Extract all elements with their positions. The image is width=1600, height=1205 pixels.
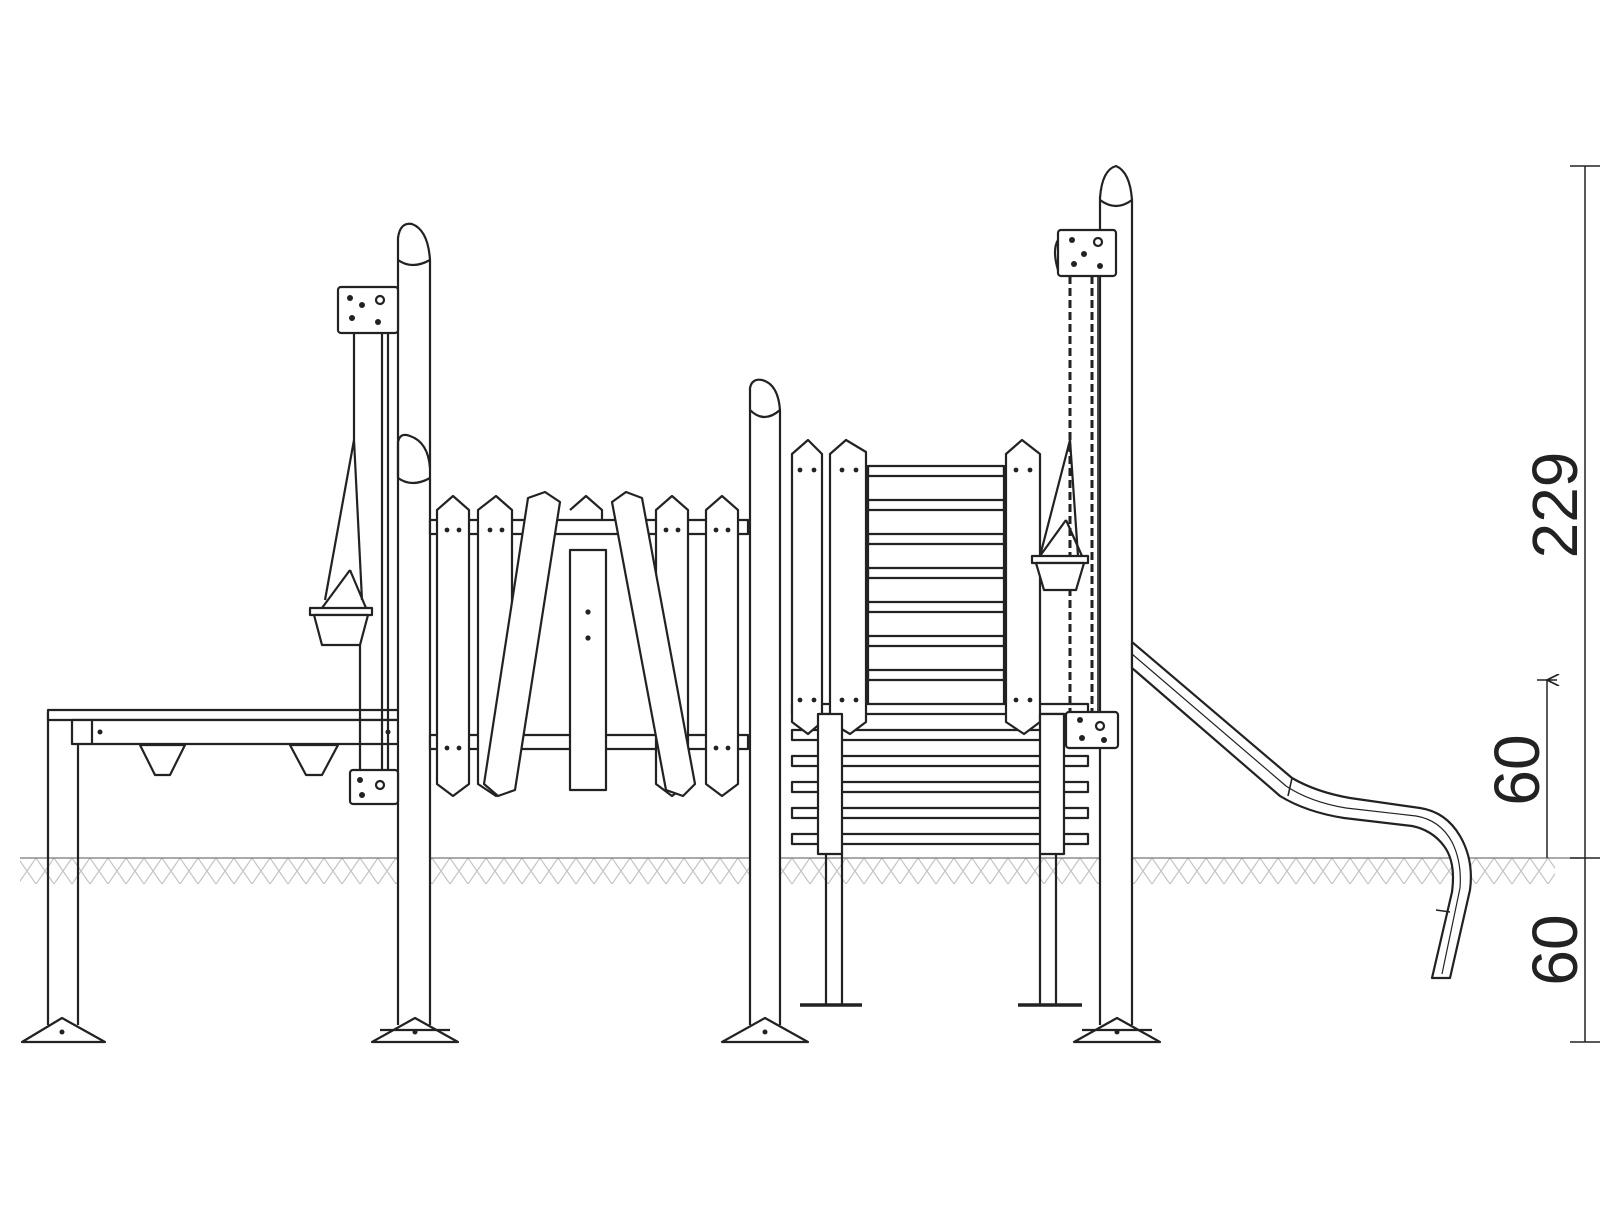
- table-bracket-left: [138, 743, 187, 777]
- center-post-body: [748, 378, 782, 1025]
- dim-label-foundation-depth: 60: [1519, 914, 1591, 985]
- picket-panel: [428, 490, 750, 798]
- dimension-lines: [1537, 165, 1600, 1043]
- ground-hatch: [20, 858, 1555, 884]
- picket-1: [435, 494, 471, 798]
- under-slat-4: [790, 806, 1090, 820]
- left-post-body: [396, 222, 432, 1025]
- slat-7: [866, 668, 1006, 682]
- right-bucket: [1030, 439, 1090, 592]
- tower-short-legs: [800, 712, 1082, 1007]
- left-tall-post: [370, 222, 460, 1044]
- picket-7: [704, 494, 740, 798]
- slat-6: [866, 634, 1006, 648]
- under-slat-2: [790, 754, 1090, 768]
- slat-3: [866, 532, 1006, 546]
- under-slat-5: [790, 832, 1090, 846]
- dim-label-platform-height: 60: [1481, 734, 1553, 805]
- slat-1: [866, 464, 1006, 478]
- slide: [1130, 640, 1472, 980]
- tower-picket-1: [790, 438, 824, 736]
- ground: [20, 857, 1580, 884]
- right-pulley-block: [1053, 228, 1120, 750]
- slat-4: [866, 566, 1006, 580]
- left-pulley-bottom: [348, 768, 400, 806]
- right-pulley-top: [1056, 228, 1118, 278]
- slat-5: [866, 600, 1006, 614]
- tower-picket-3: [1004, 438, 1042, 736]
- dim-label-total-height: 229: [1519, 452, 1591, 559]
- right-tall-post: [1072, 164, 1162, 1044]
- left-bucket: [308, 439, 374, 647]
- right-bucket-body: [1034, 561, 1086, 592]
- tower-leg-right: [1038, 712, 1066, 856]
- picket-slanted-right: [610, 490, 697, 798]
- table-beam: [70, 718, 410, 746]
- slide-chute: [1130, 640, 1472, 980]
- tower-leg-left: [816, 712, 844, 856]
- sand-table: [20, 708, 410, 1044]
- left-bucket-body: [312, 613, 370, 647]
- tower-picket-2: [828, 438, 868, 736]
- tower-pickets: [790, 438, 1042, 736]
- slat-2: [866, 498, 1006, 512]
- tower-slats: [790, 464, 1090, 846]
- table-bracket-right: [288, 743, 340, 777]
- left-pulley-block: [336, 285, 400, 806]
- panel-center-board: [568, 548, 608, 792]
- picket-slanted-left: [482, 490, 562, 798]
- center-post: [720, 378, 810, 1044]
- table-top: [46, 708, 410, 722]
- right-post-body: [1098, 164, 1134, 1025]
- left-pulley-top: [336, 285, 400, 335]
- right-pulley-bottom: [1064, 710, 1120, 750]
- under-slat-3: [790, 780, 1090, 794]
